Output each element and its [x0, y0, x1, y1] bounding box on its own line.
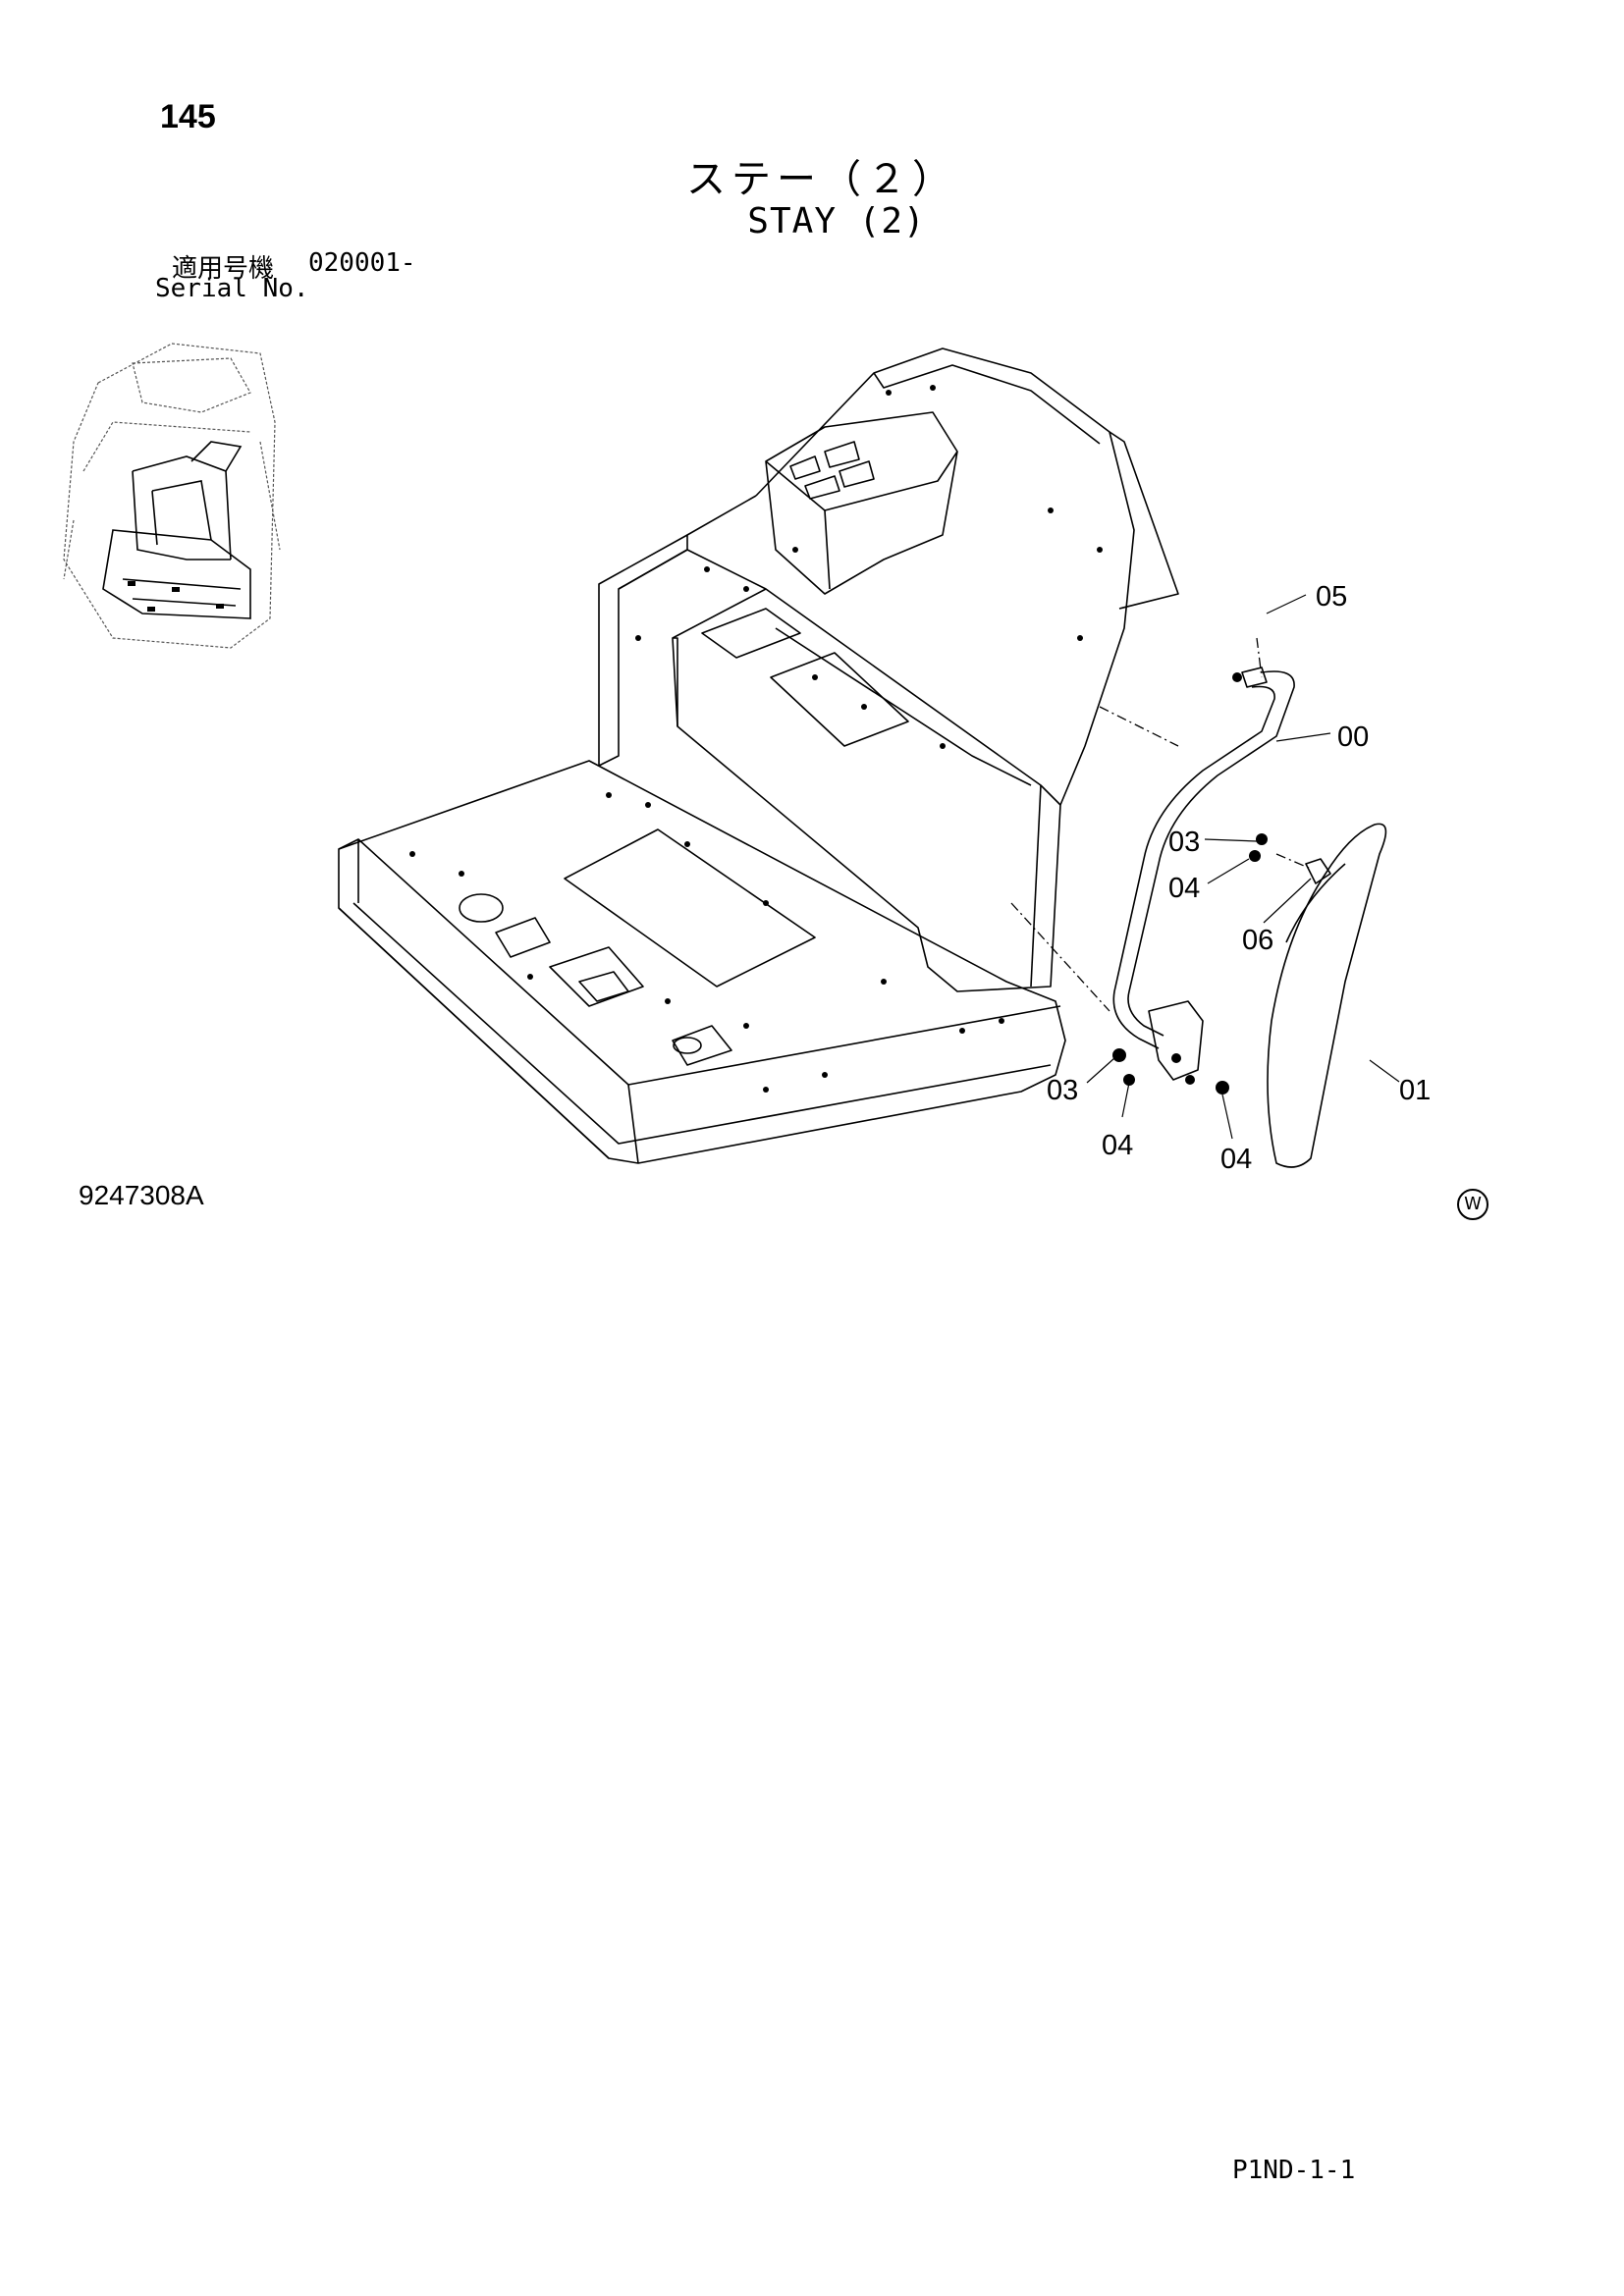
page-code: P1ND-1-1 [1232, 2156, 1356, 2185]
serial-label-japanese: 適用号機 [172, 254, 275, 284]
floor-frame [338, 760, 1066, 1164]
cab-location-thumbnail [63, 343, 281, 649]
serial-number-value: 020001- [308, 248, 416, 278]
callout-03-upper: 03 [1168, 827, 1200, 858]
side-panel [755, 347, 1135, 806]
parts-diagram: 05 00 03 04 06 01 03 04 04 [338, 347, 1431, 1175]
console-box [672, 588, 1061, 992]
stay-tube [1127, 670, 1295, 1037]
callout-04-lower-right: 04 [1220, 1144, 1252, 1175]
callout-00: 00 [1337, 721, 1369, 753]
page-number: 145 [160, 98, 216, 135]
guard-panel [1267, 823, 1387, 1168]
callout-04-upper: 04 [1168, 873, 1200, 904]
callout-04-lower-left: 04 [1102, 1130, 1133, 1161]
serial-label-english: Serial No. [155, 274, 309, 303]
page-title-japanese: ステー（２） [686, 157, 957, 202]
callout-06: 06 [1242, 925, 1273, 956]
drawing-number: 9247308A [79, 1180, 204, 1210]
floor-plate [564, 828, 816, 988]
callout-05: 05 [1316, 581, 1347, 613]
callout-01: 01 [1399, 1075, 1431, 1106]
monitor [765, 411, 958, 595]
page-title-english: STAY (2) [747, 201, 926, 241]
callout-03-lower: 03 [1047, 1075, 1078, 1106]
rear-wall [598, 534, 688, 767]
w-circle-mark: W [1457, 1189, 1489, 1220]
